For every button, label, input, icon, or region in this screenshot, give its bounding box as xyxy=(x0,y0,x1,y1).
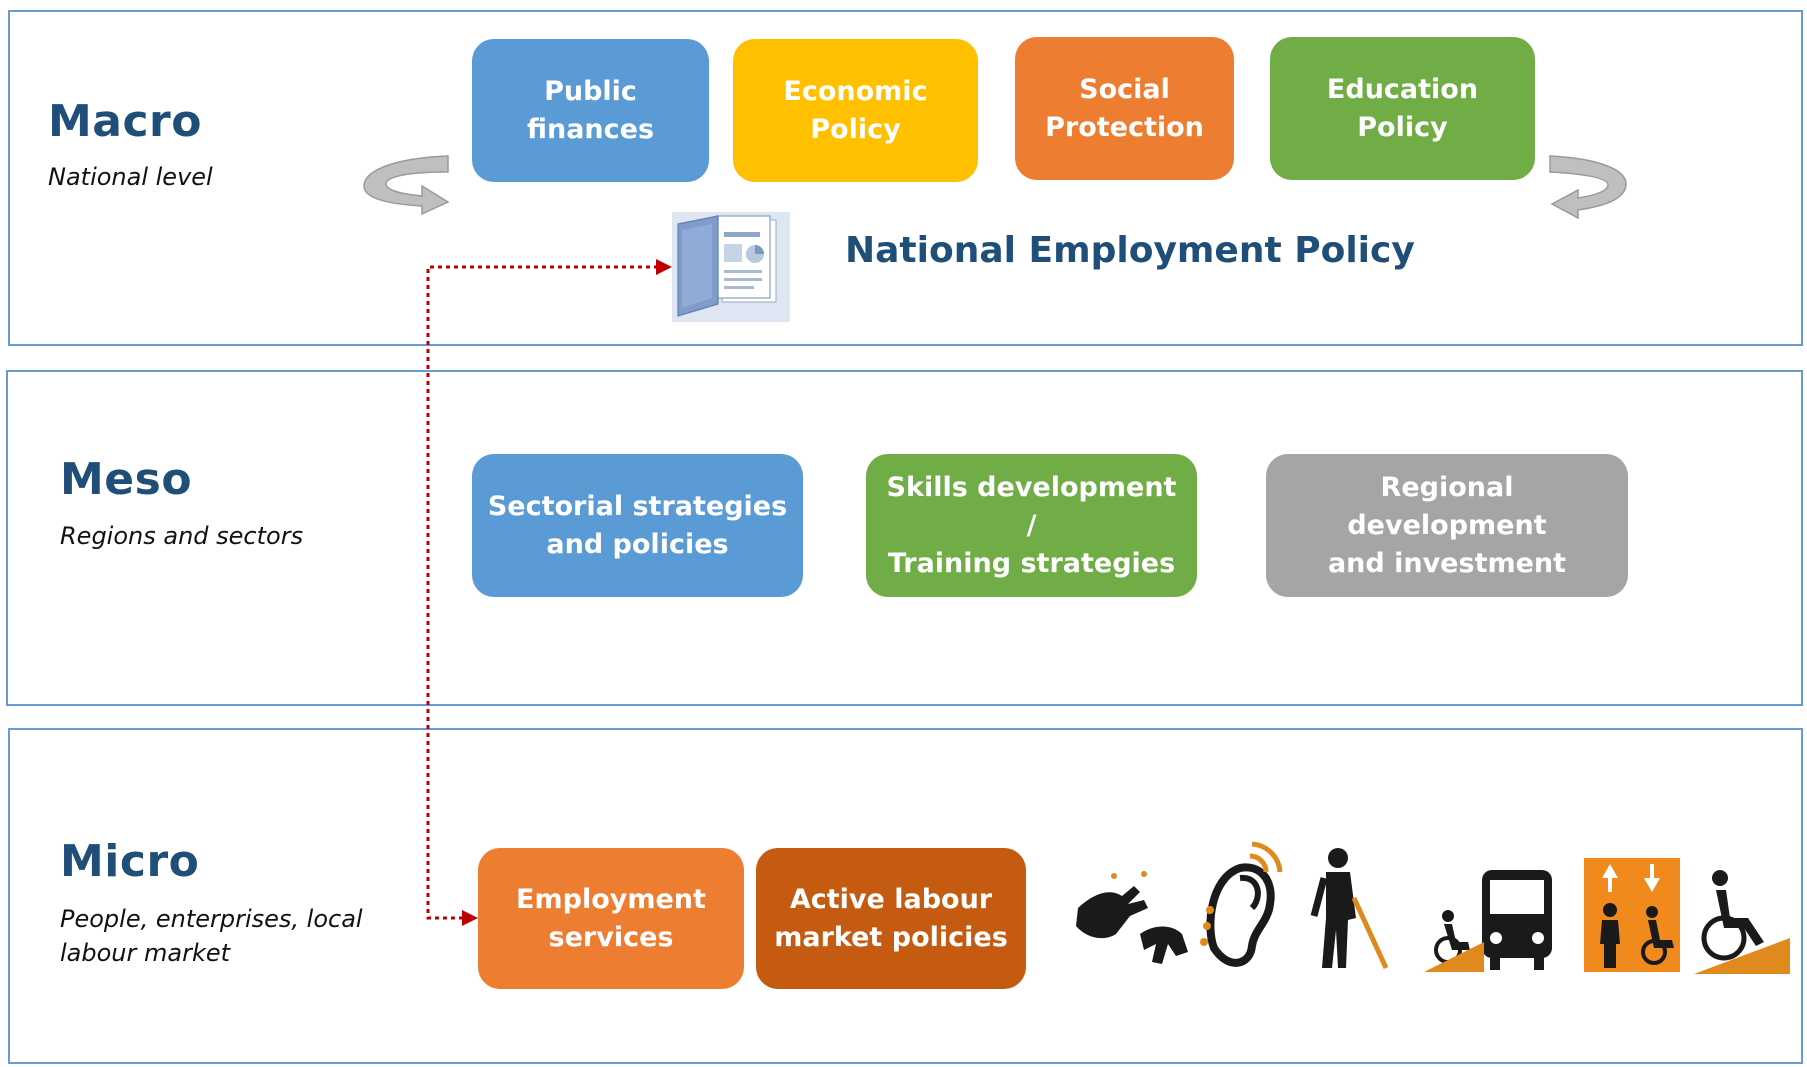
skills-development-box: Skills development / Training strategies xyxy=(866,454,1197,597)
economic-policy-box: Economic Policy xyxy=(733,39,978,182)
accessible-elevator-icon xyxy=(1584,858,1680,972)
cycle-arrow-left-icon xyxy=(363,155,450,216)
regional-development-box: Regional development and investment xyxy=(1266,454,1628,597)
hearing-assistance-icon xyxy=(1200,841,1283,967)
cycle-arrow-right-icon xyxy=(1549,155,1627,220)
sectorial-strategies-box: Sectorial strategies and policies xyxy=(472,454,803,597)
macro-title: Macro xyxy=(48,96,202,147)
active-labour-market-policies-box: Active labour market policies xyxy=(756,848,1026,989)
blind-person-cane-icon xyxy=(1310,848,1389,970)
public-finances-box: Public finances xyxy=(472,39,709,182)
national-employment-policy-title: National Employment Policy xyxy=(845,230,1415,271)
accessible-bus-icon xyxy=(1424,870,1552,972)
sign-language-icon xyxy=(1076,871,1188,964)
wheelchair-ramp-icon xyxy=(1694,870,1790,974)
micro-subtitle: People, enterprises, local labour market xyxy=(60,905,363,967)
macro-subtitle: National level xyxy=(48,163,213,191)
policy-connector xyxy=(426,259,672,926)
social-protection-box: Social Protection xyxy=(1015,37,1234,180)
micro-title: Micro xyxy=(60,836,200,887)
education-policy-box: Education Policy xyxy=(1270,37,1535,180)
employment-services-box: Employment services xyxy=(478,848,744,989)
meso-title: Meso xyxy=(60,454,193,505)
accessibility-icons-strip xyxy=(1076,841,1790,974)
meso-subtitle: Regions and sectors xyxy=(60,522,304,550)
policy-document-icon xyxy=(672,212,790,322)
